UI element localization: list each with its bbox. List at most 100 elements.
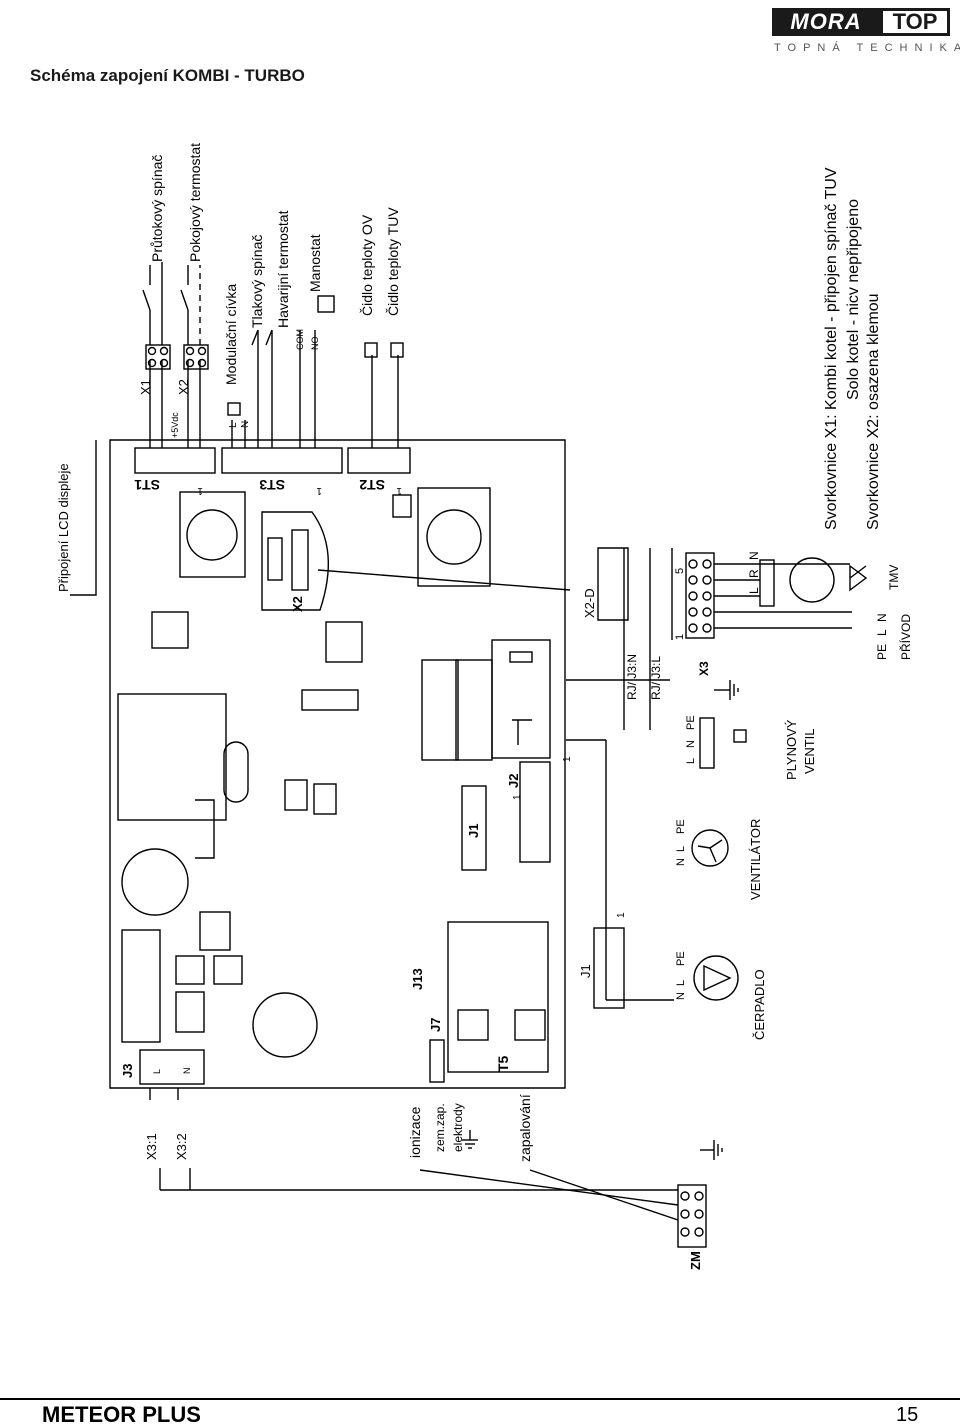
fan-pin-l: L [675,846,687,852]
coil-n-pin: N [240,421,251,428]
x1-terminal [145,344,171,370]
label-manostat: Manostat [307,234,323,292]
gv-pin-pe: PE [685,715,697,730]
privod-pin-pe: PE [875,644,889,660]
pump-pin-n: N [675,992,687,1000]
logo-top: TOP [880,8,950,36]
note-line-2: Solo kotel - nicv nepřipojeno [845,199,862,400]
tmv-valve-icon [849,564,868,592]
fan-symbol [691,829,729,867]
pump-pin-l: L [675,980,687,986]
j1-external [593,927,625,1009]
zm-label: ZM [688,1251,703,1270]
page-title: Schéma zapojení KOMBI - TURBO [30,66,305,85]
sensor-ov-symbol [364,342,378,358]
pcb-board [109,439,566,1089]
safety-thermostat-symbol [265,329,273,346]
transformer-2 [417,487,491,587]
x3-2-label: X3:2 [174,1133,189,1160]
x2-term-label: X2 [176,379,191,395]
top-wires [149,330,399,448]
x2-board-connector [261,511,329,611]
j2-connector [519,761,551,863]
dev-pin-l-tmv: L [747,587,761,594]
note-line-3: Svorkovnice X2: osazena klemou [865,293,882,530]
zm-terminal [677,1184,707,1248]
j7-label: J7 [428,1018,443,1032]
logo-tagline: TOPNÁ TECHNIKA [774,42,960,54]
vdc-label: +5Vdc [170,412,180,438]
t5-label: T5 [495,1055,511,1072]
relay-2 [455,659,493,761]
footer-page-number: 15 [896,1404,919,1426]
elektrody-label: elektrody [451,1103,465,1152]
st2-label: ST2 [359,477,385,493]
ventilator-label: VENTILÁTOR [748,819,763,900]
pin1-st1: 1 [197,485,203,496]
wiring-diagram: Připojení LCD displeje ST1 ST3 ST2 X1 X2… [56,143,913,1270]
manostat-no: NO [310,337,320,351]
plynovy-label: PLYNOVÝ [784,719,799,780]
fan-pin-pe: PE [675,819,687,834]
ground-symbol-x3 [714,680,739,700]
transformer-1 [179,491,246,578]
st2-small-part [392,494,412,518]
gv-pin-l: L [685,758,697,764]
gv-pin-n: N [685,740,697,748]
x3-screws [688,559,712,633]
manostat-com: COM [295,329,305,350]
j3-label: J3 [120,1064,135,1078]
pin1-j1-ext: 1 [616,912,627,918]
j1-connector [461,785,487,871]
manostat-symbol [317,295,335,313]
privod-pin-l: L [875,629,889,636]
footer-divider [0,1398,960,1400]
pin1-st2: 1 [396,485,402,496]
privod-pin-n: N [875,613,889,622]
pin5-x3: 5 [674,568,686,574]
dev-pin-n-tmv: N [747,551,761,560]
note-line-1: Svorkovnice X1: Kombi kotel - připojen s… [823,167,840,530]
j1-ext-label: J1 [578,964,593,978]
label-sensor-ov: Čidlo teploty OV [359,214,375,316]
transformer-t5 [447,921,549,1073]
j13-label: J13 [410,968,425,990]
pressure-switch-symbol [251,329,259,346]
j3-pin-n: N [182,1068,192,1075]
pin1-x3: 1 [674,634,686,640]
pin1-j2: 1 [512,794,523,800]
tmv-terminal [759,559,775,607]
x2d-label: X2-D [582,588,597,618]
pump-pin-pe: PE [675,951,687,966]
label-safety-thermostat: Havarijní termostat [275,210,291,328]
j3-connector [139,1049,205,1085]
rj-n-label: RJ/ J3:N [625,654,639,700]
st1-label: ST1 [134,477,160,493]
privod-label: PŘÍVOD [898,614,913,660]
logo-mora: MORA [772,8,880,36]
x3-1-label: X3:1 [144,1133,159,1160]
chip-3 [301,689,359,711]
relay-j7-2 [514,1009,546,1041]
x1-term-label: X1 [138,379,153,395]
lcd-connection-line [70,440,97,596]
x2d-connector [597,547,629,621]
x2-board-label: X2 [290,596,305,612]
ventil-label: VENTIL [802,728,817,774]
brand-logo: MORA TOP TOPNÁ TECHNIKA [772,8,960,56]
modulation-coil-symbol [227,402,241,416]
flow-switch-symbol [142,262,163,345]
tmv-motor [789,557,835,603]
relay-1 [421,659,459,761]
lcd-label: Připojení LCD displeje [56,463,71,592]
rj-l-label: RJ/ J3:L [649,656,663,700]
fan-icon [697,839,723,863]
chip-2 [325,621,363,663]
capacitor [121,848,189,916]
pin1-relay: 1 [562,756,573,762]
zem-zap-label: zem.zap. [433,1103,447,1152]
relay-3 [491,639,551,759]
cerpadlo-label: ČERPADLO [752,969,767,1040]
coil-l-pin: L [228,422,239,428]
st1-connector [134,447,216,474]
